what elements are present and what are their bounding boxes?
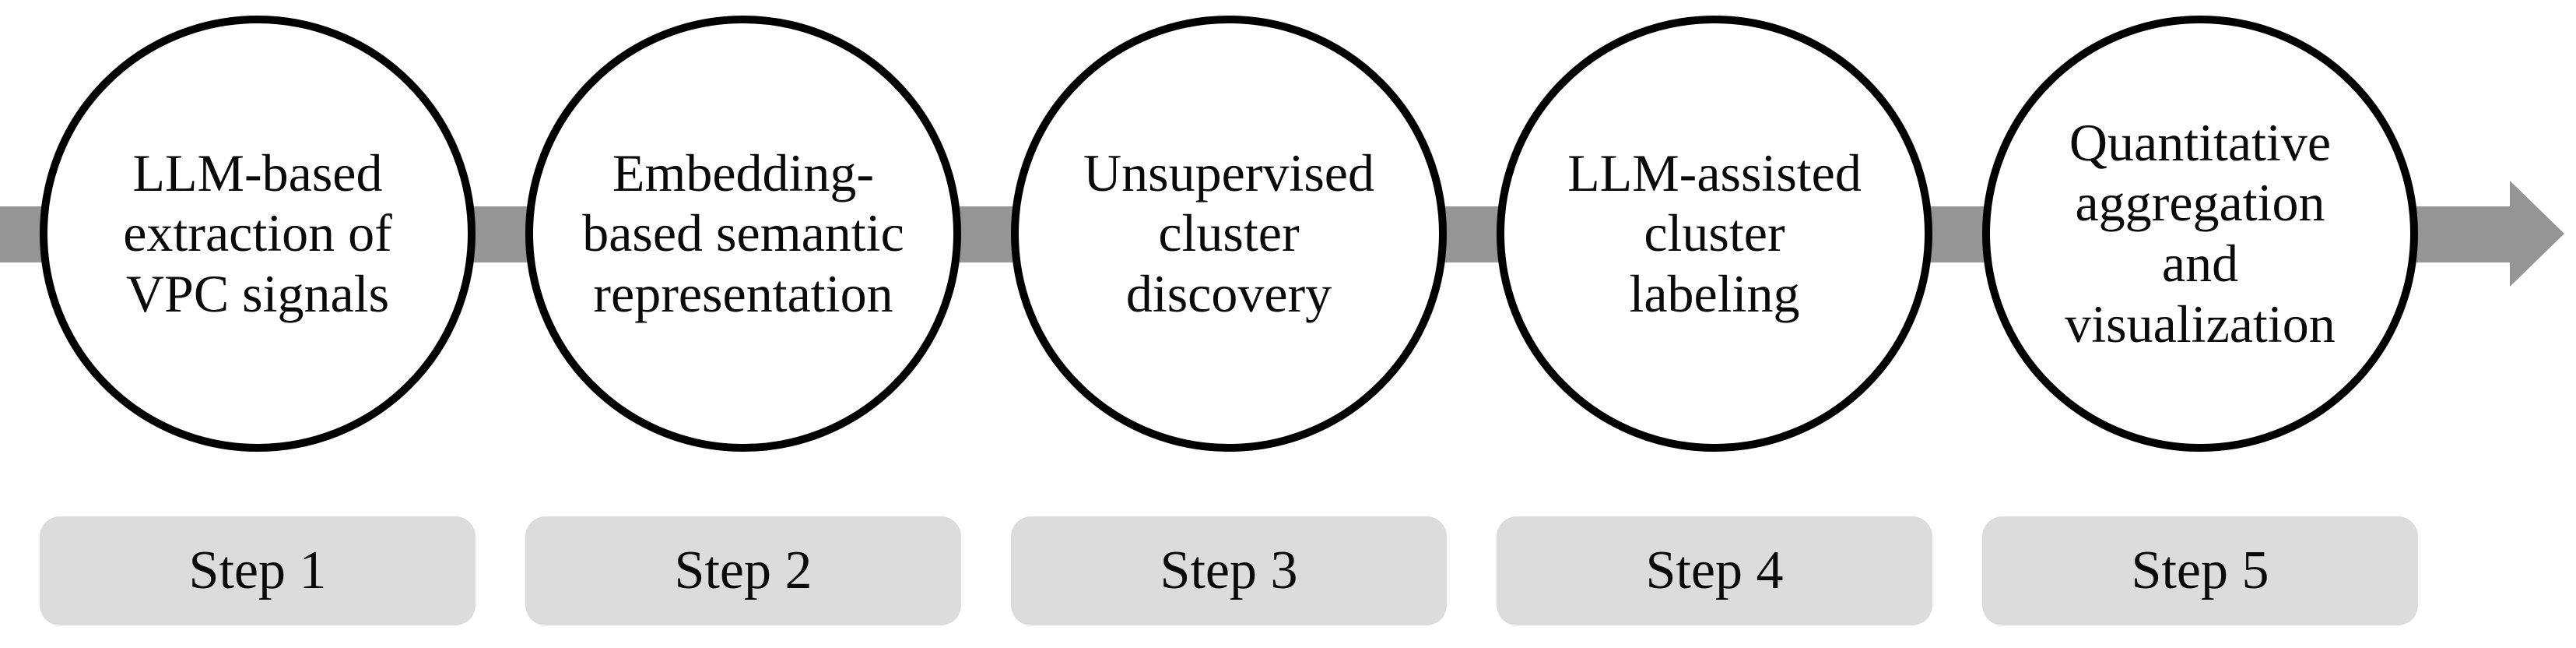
step-5-circle: Quantitative aggregation and visualizati… <box>1982 16 2418 452</box>
step-2-circle: Embedding- based semantic representation <box>525 16 961 452</box>
step-5-label: Step 5 <box>2131 541 2269 600</box>
step-1-label: Step 1 <box>188 541 327 600</box>
step-1-circle: LLM-based extraction of VPC signals <box>40 16 476 452</box>
step-3-label: Step 3 <box>1160 541 1298 600</box>
step-3-circle-text: Unsupervised cluster discovery <box>1083 143 1374 323</box>
flow-arrow-head-icon <box>2510 181 2564 287</box>
step-4-label: Step 4 <box>1645 541 1784 600</box>
step-3-circle: Unsupervised cluster discovery <box>1011 16 1447 452</box>
step-1-circle-text: LLM-based extraction of VPC signals <box>123 143 392 323</box>
step-5-badge: Step 5 <box>1982 516 2418 625</box>
step-4-circle: LLM-assisted cluster labeling <box>1497 16 1932 452</box>
step-2-label: Step 2 <box>674 541 812 600</box>
step-2-circle-text: Embedding- based semantic representation <box>582 143 904 323</box>
step-4-circle-text: LLM-assisted cluster labeling <box>1567 143 1862 323</box>
step-1-badge: Step 1 <box>40 516 476 625</box>
step-3-badge: Step 3 <box>1011 516 1447 625</box>
step-5-circle-text: Quantitative aggregation and visualizati… <box>2065 112 2336 354</box>
step-4-badge: Step 4 <box>1497 516 1932 625</box>
step-2-badge: Step 2 <box>525 516 961 625</box>
